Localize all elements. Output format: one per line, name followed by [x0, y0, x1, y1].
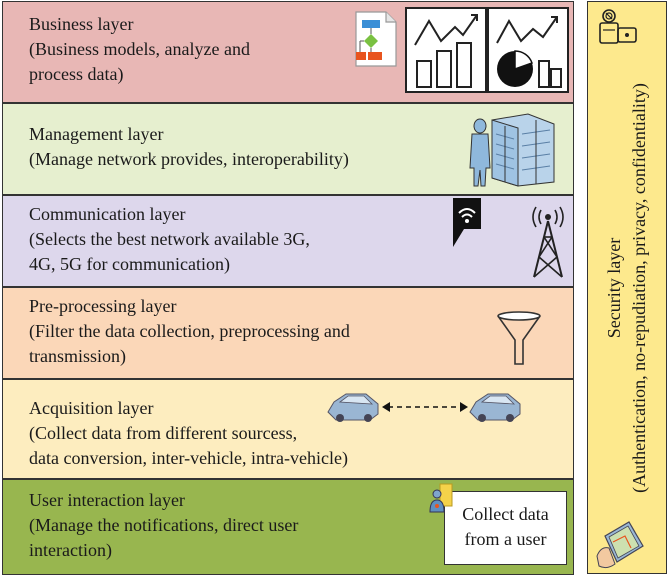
business-layer-text: Business layer (Business models, analyze…	[29, 14, 250, 84]
funnel-icon	[497, 311, 541, 365]
server-person-icon	[469, 113, 555, 187]
line-pie-chart-icon	[487, 7, 569, 93]
security-layer-text: Security layer(Authentication, no-repudi…	[604, 82, 649, 493]
tablet-map-icon	[596, 521, 644, 569]
acquisition-layer: Acquisition layer (Collect data from dif…	[2, 379, 574, 479]
preprocessing-layer: Pre-processing layer (Filter the data co…	[2, 287, 574, 379]
communication-layer: Communication layer (Selects the best ne…	[2, 195, 574, 287]
user-interaction-layer-text: User interaction layer (Manage the notif…	[29, 490, 299, 560]
wifi-icon	[453, 198, 481, 247]
flowchart-icon	[355, 11, 397, 67]
management-layer-text: Management layer (Manage network provide…	[29, 124, 349, 169]
acquisition-layer-text: Acquisition layer (Collect data from dif…	[29, 398, 348, 468]
user-notification-icon	[429, 483, 453, 513]
lock-keys-icon	[599, 9, 637, 44]
car-icon	[469, 393, 521, 422]
line-bar-chart-icon	[405, 7, 487, 93]
security-layer: Security layer(Authentication, no-repudi…	[587, 1, 667, 574]
preprocessing-layer-text: Pre-processing layer (Filter the data co…	[29, 296, 350, 366]
arrow-icon	[382, 402, 468, 412]
collect-data-box: Collect data from a user	[444, 491, 567, 565]
communication-layer-text: Communication layer (Selects the best ne…	[29, 204, 310, 274]
antenna-tower-icon	[532, 206, 564, 278]
car-icon	[327, 393, 379, 422]
